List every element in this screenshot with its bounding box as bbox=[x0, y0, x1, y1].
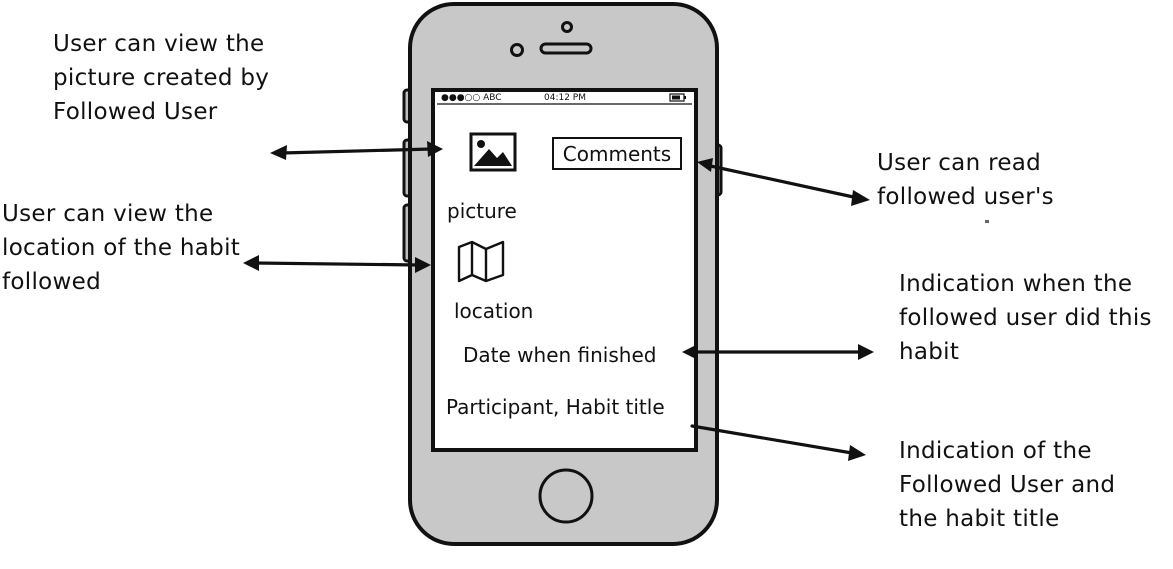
front-camera bbox=[510, 43, 524, 57]
participant-arrow bbox=[690, 424, 866, 461]
battery-icon bbox=[669, 93, 686, 102]
location-label: location bbox=[454, 299, 534, 323]
picture-arrow bbox=[270, 141, 443, 160]
map-icon[interactable] bbox=[457, 240, 505, 283]
front-sensor bbox=[561, 21, 573, 33]
participant-habit-title: Participant, Habit title bbox=[446, 395, 665, 419]
comments-annotation: User can read followed user's bbox=[877, 150, 1054, 210]
text-remnant bbox=[985, 220, 989, 223]
date-arrow bbox=[682, 344, 874, 360]
date-finished-text: Date when finished bbox=[463, 343, 657, 367]
location-arrow bbox=[243, 255, 431, 273]
status-time: 04:12 PM bbox=[544, 93, 586, 103]
comments-button[interactable]: Comments bbox=[552, 137, 682, 170]
picture-annotation: User can view the picture created by Fol… bbox=[53, 31, 270, 125]
comments-arrow bbox=[697, 158, 870, 206]
date-annotation: Indication when the followed user did th… bbox=[899, 271, 1152, 365]
home-button[interactable] bbox=[538, 468, 594, 524]
speaker-slot bbox=[539, 42, 593, 55]
status-carrier: ●●●○○ ABC bbox=[441, 93, 502, 103]
image-icon[interactable] bbox=[469, 132, 517, 172]
participant-annotation: Indication of the Followed User and the … bbox=[899, 438, 1116, 532]
location-annotation: User can view the location of the habit … bbox=[2, 201, 241, 295]
picture-label: picture bbox=[447, 199, 517, 223]
